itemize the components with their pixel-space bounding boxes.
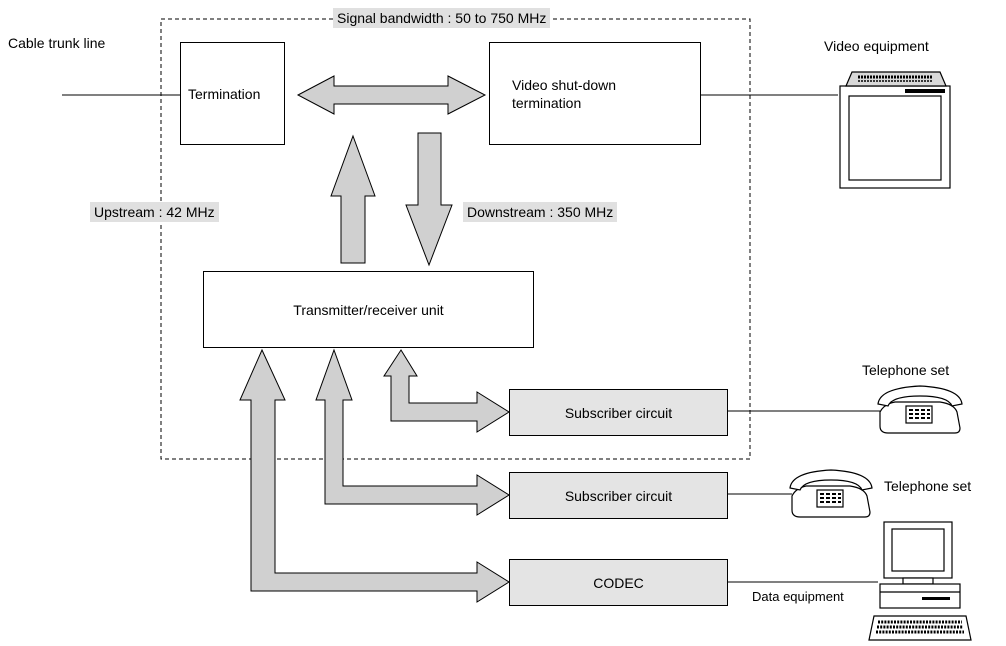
subscriber-circuit-2-label: Subscriber circuit — [564, 487, 673, 504]
video-shutdown-termination-block: Video shut-down termination — [489, 42, 701, 145]
data-equipment-icon — [868, 521, 972, 641]
transceiver-subscriber1-arrow — [383, 349, 510, 433]
cable-trunk-line-label: Cable trunk line — [8, 35, 106, 51]
upstream-arrow — [330, 134, 376, 264]
subscriber-circuit-1-label: Subscriber circuit — [564, 404, 673, 421]
telephone-set-1-label: Telephone set — [862, 362, 950, 378]
video-equipment-label: Video equipment — [824, 38, 929, 54]
codec-block: CODEC — [509, 559, 728, 606]
upstream-label: Upstream : 42 MHz — [90, 202, 219, 222]
downstream-label: Downstream : 350 MHz — [463, 202, 618, 222]
video-shutdown-label-line1: Video shut-down — [512, 76, 617, 93]
telephone-set-1-icon — [877, 385, 963, 434]
telephone-set-2-label: Telephone set — [884, 478, 972, 494]
signal-bandwidth-label: Signal bandwidth : 50 to 750 MHz — [333, 8, 551, 28]
subscriber-circuit-1-block: Subscriber circuit — [509, 389, 728, 436]
data-equipment-label: Data equipment — [752, 589, 844, 604]
bidirectional-arrow-termination-video — [296, 75, 487, 115]
termination-label: Termination — [188, 85, 261, 102]
telephone-set-2-icon — [789, 469, 873, 518]
termination-block: Termination — [180, 42, 285, 145]
video-shutdown-label-line2: termination — [512, 94, 582, 111]
transceiver-unit-block: Transmitter/receiver unit — [203, 271, 534, 348]
subscriber-circuit-2-block: Subscriber circuit — [509, 472, 728, 519]
codec-label: CODEC — [593, 574, 644, 591]
downstream-arrow — [405, 132, 453, 267]
video-equipment-icon — [839, 71, 951, 189]
transceiver-codec-arrow — [239, 348, 510, 603]
transceiver-unit-label: Transmitter/receiver unit — [293, 301, 444, 318]
